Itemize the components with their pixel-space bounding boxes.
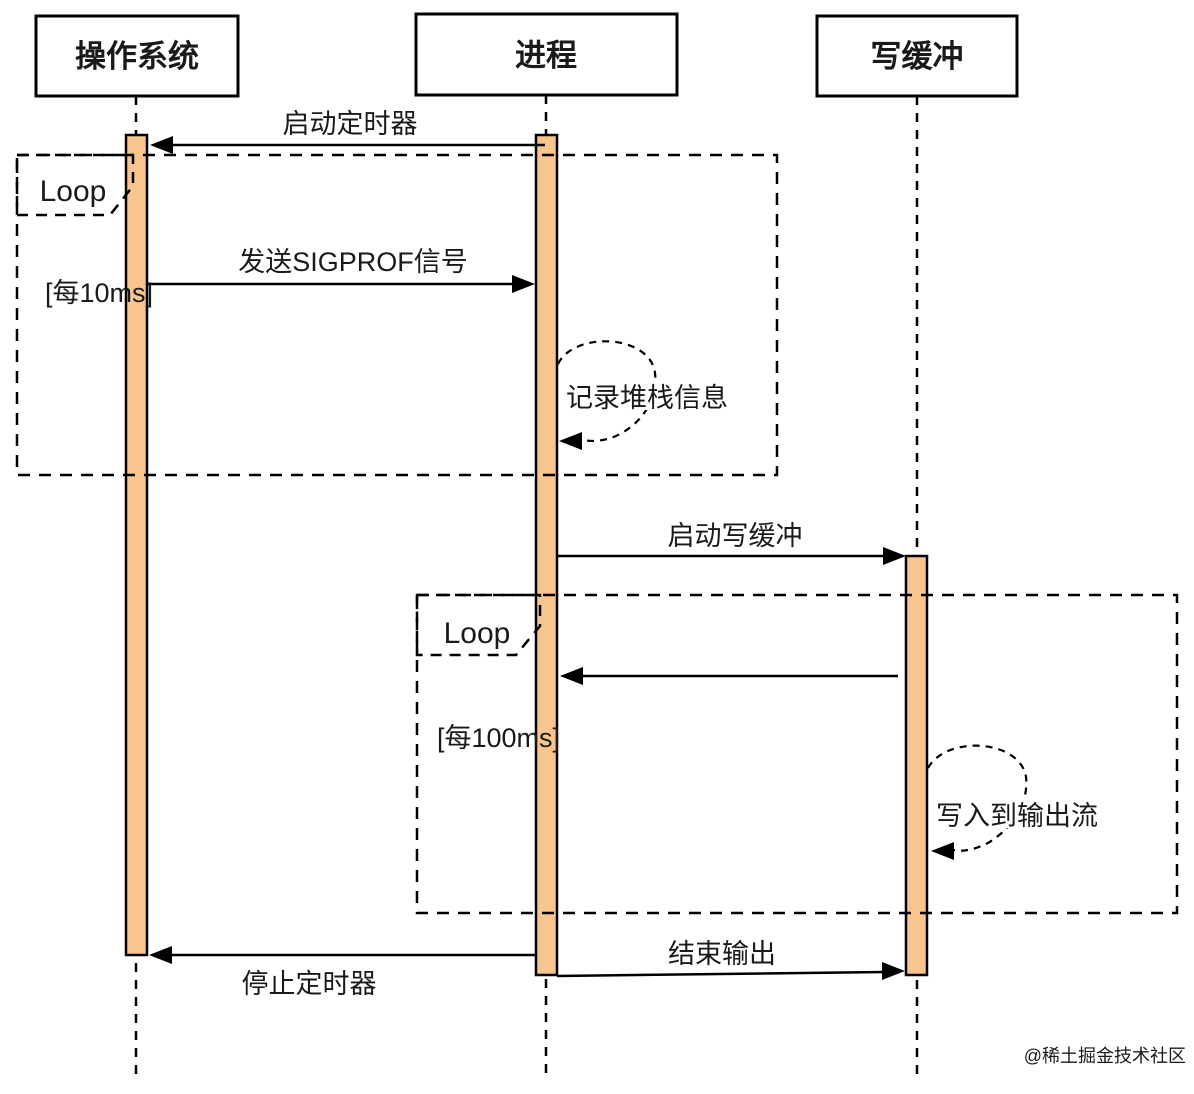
message-stop-timer-label: 停止定时器 <box>242 969 377 999</box>
loop-fragment-1-operator: Loop <box>40 175 107 208</box>
actor-box-process <box>414 12 679 97</box>
actor-label-os: 操作系统 <box>75 39 199 74</box>
arrowhead-left-icon <box>559 432 582 450</box>
actor-label-process: 进程 <box>515 38 577 73</box>
arrowhead-right-icon <box>882 962 905 980</box>
loop-fragment-2-label-box <box>415 593 542 657</box>
arrowhead-left-icon <box>149 946 172 964</box>
message-start-write-buffer-label: 启动写缓冲 <box>668 521 803 551</box>
self-message-write-output-label: 写入到输出流 <box>936 801 1098 831</box>
loop-fragment-1 <box>15 153 779 477</box>
self-message-record-stack-curve <box>557 340 657 443</box>
message-end-output-line <box>556 970 886 978</box>
message-send-sigprof-label: 发送SIGPROF信号 <box>238 247 468 277</box>
loop-fragment-2-guard: [每100ms] <box>437 723 560 753</box>
message-start-timer-label: 启动定时器 <box>283 109 418 139</box>
arrowhead-left-icon <box>150 136 173 154</box>
arrowhead-right-icon <box>512 275 535 293</box>
activation-bar-buffer <box>904 554 929 977</box>
watermark-text: @稀土掘金技术社区 <box>1024 1046 1186 1066</box>
loop-fragment-2 <box>415 593 1179 915</box>
arrowhead-left-icon <box>931 842 954 860</box>
record-stack-label-bg <box>562 381 754 410</box>
self-message-write-output-curve <box>927 744 1028 852</box>
arrowhead-left-icon <box>560 667 583 685</box>
write-output-label-bg <box>933 799 1128 828</box>
activation-bar-os <box>124 133 149 957</box>
actor-box-buffer <box>815 14 1019 98</box>
loop-fragment-1-label-box <box>15 153 135 217</box>
loop-fragment-1-guard: [每10ms] <box>45 278 153 308</box>
message-end-output-label: 结束输出 <box>668 939 776 969</box>
activation-bar-process <box>534 133 559 977</box>
loop-fragment-2-operator: Loop <box>444 617 511 650</box>
actor-box-os <box>34 14 240 98</box>
actor-label-buffer: 写缓冲 <box>871 39 964 74</box>
arrowhead-right-icon <box>883 547 906 565</box>
self-message-record-stack-label: 记录堆栈信息 <box>566 383 728 413</box>
